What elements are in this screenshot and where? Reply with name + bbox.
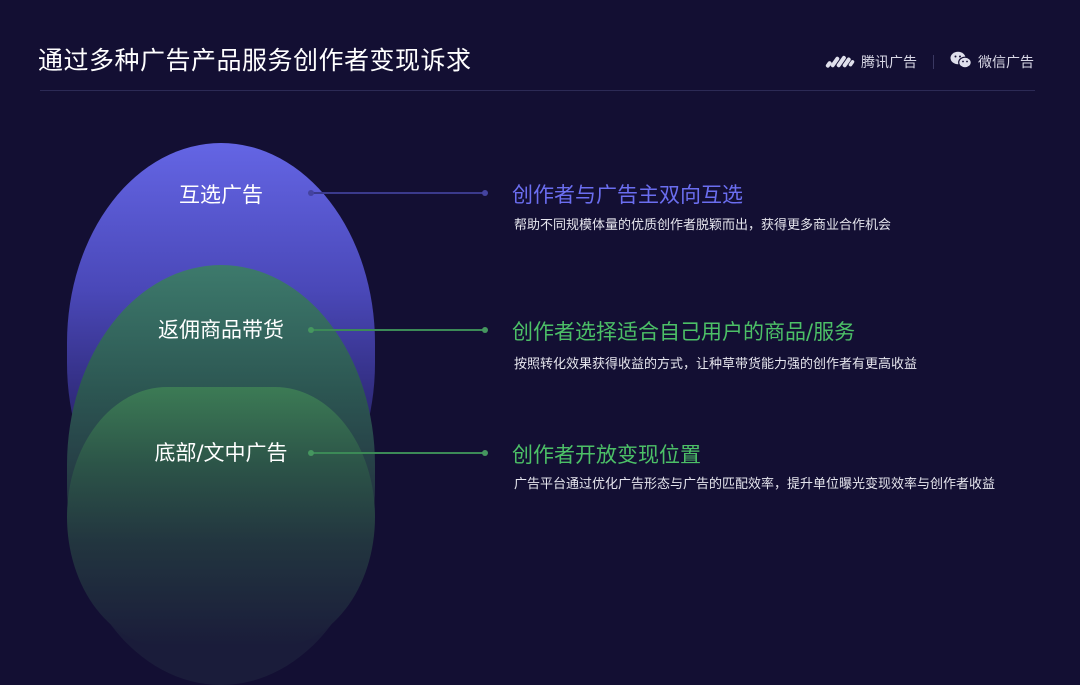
brand-tencent-ads: 腾讯广告: [825, 52, 917, 72]
tier-circle-3: [67, 387, 375, 647]
tier-heading-1: 创作者与广告主双向互选: [512, 183, 743, 207]
brand-wechat-ads: 微信广告: [950, 51, 1034, 73]
circle-label-2: 返佣商品带货: [158, 318, 284, 342]
connector-dot-start: [308, 190, 314, 196]
brand-separator: [933, 55, 934, 69]
brand-bar: 腾讯广告 微信广告: [825, 51, 1034, 73]
tier-heading-2: 创作者选择适合自己用户的商品/服务: [512, 320, 856, 344]
brand-label-wechat-ads: 微信广告: [978, 55, 1034, 71]
tencent-ads-logo-icon: [825, 52, 855, 72]
connector-line-1: [308, 190, 488, 196]
circle-label-3: 底部/文中广告: [154, 441, 288, 465]
tier-heading-3: 创作者开放变现位置: [512, 443, 701, 467]
header-divider: [40, 90, 1035, 91]
connector-line-3: [308, 450, 488, 456]
tier-description-1: 帮助不同规模体量的优质创作者脱颖而出，获得更多商业合作机会: [514, 218, 892, 233]
wechat-icon: [950, 51, 972, 73]
brand-label-tencent-ads: 腾讯广告: [861, 55, 917, 71]
connector-line-2: [308, 327, 488, 333]
tier-description-3: 广告平台通过优化广告形态与广告的匹配效率，提升单位曝光变现效率与创作者收益: [514, 477, 996, 492]
connector-dot-end: [482, 327, 488, 333]
connector-dot-start: [308, 450, 314, 456]
connector-dot-end: [482, 450, 488, 456]
connector-dot-start: [308, 327, 314, 333]
connector-dot-end: [482, 190, 488, 196]
page-title: 通过多种广告产品服务创作者变现诉求: [38, 46, 472, 75]
circle-label-1: 互选广告: [179, 183, 263, 207]
tier-description-2: 按照转化效果获得收益的方式，让种草带货能力强的创作者有更高收益: [514, 357, 918, 372]
